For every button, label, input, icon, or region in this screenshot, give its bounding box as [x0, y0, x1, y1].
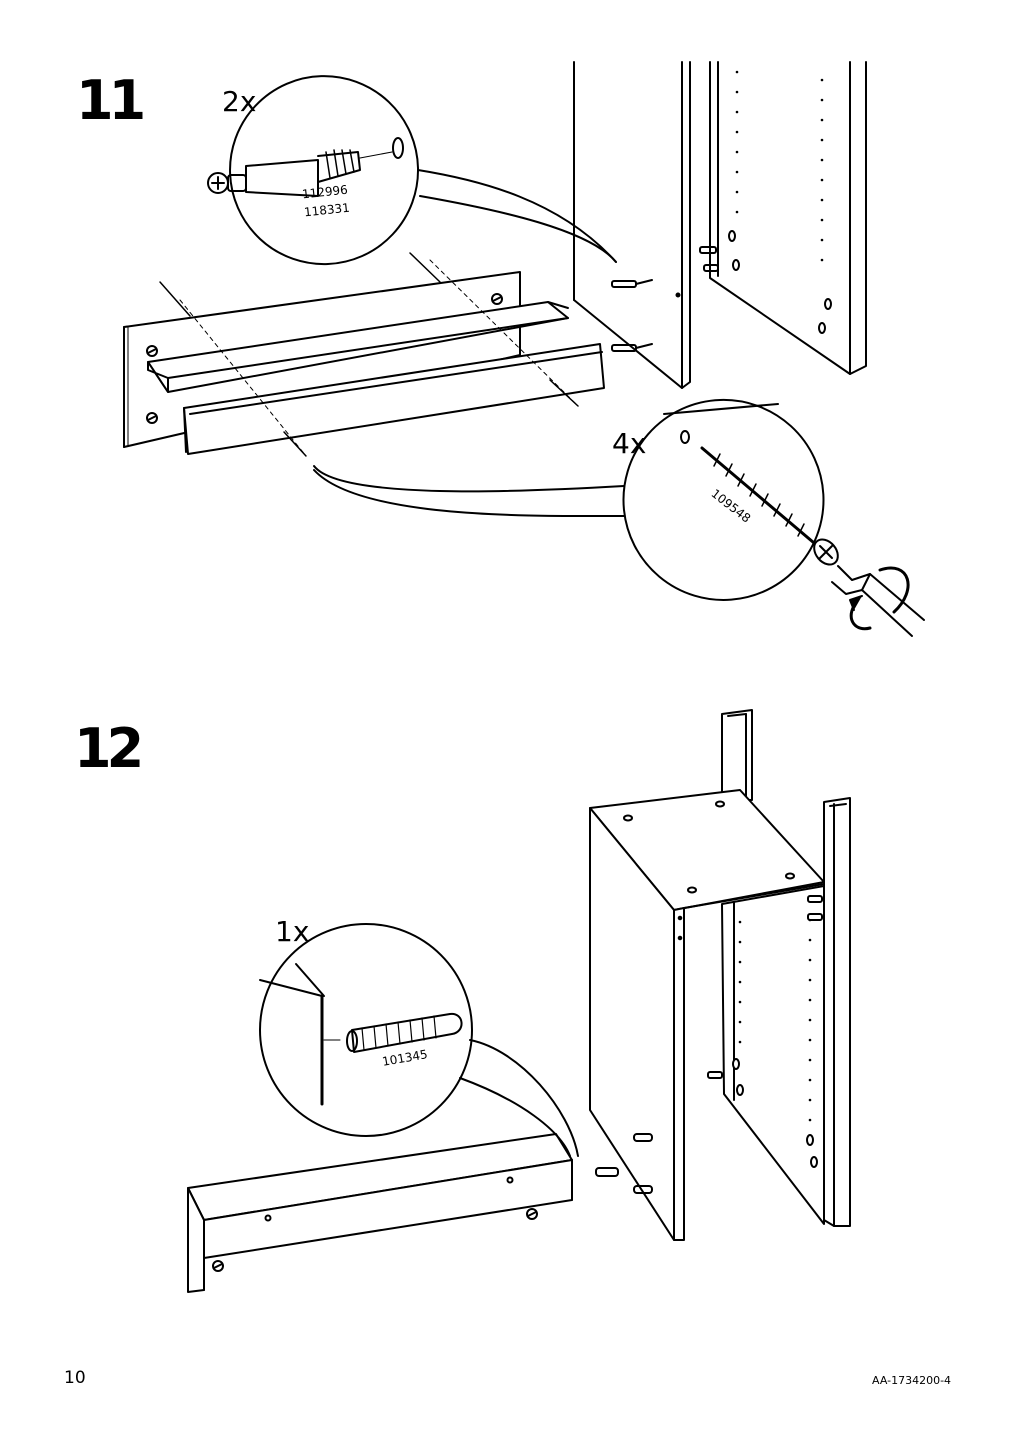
- back-rail-board: [123, 271, 521, 448]
- screws-step11: [159, 252, 579, 457]
- connector-callout: [207, 75, 617, 266]
- front-post: [807, 797, 851, 1227]
- side-panel-right: [699, 61, 867, 375]
- cabinet-body: [589, 789, 825, 1241]
- dowel-quantity: 1x: [275, 915, 310, 948]
- step-number-12: 12: [74, 717, 144, 780]
- step11-illustration: [123, 61, 925, 637]
- page-number: 10: [64, 1368, 86, 1388]
- cam-connectors: [611, 279, 653, 352]
- dowel-callout: [259, 923, 579, 1157]
- screw-paths: [179, 259, 577, 457]
- dowels-cabinet: [595, 1071, 723, 1194]
- document-code: AA-1734200-4: [872, 1374, 952, 1387]
- screw-quantity: 4x: [612, 427, 647, 460]
- screw-callout: [313, 398, 925, 637]
- side-panel-left: [573, 61, 691, 389]
- connector-quantity: 2x: [222, 85, 257, 118]
- step-number-11: 11: [76, 69, 146, 132]
- step12-illustration: [187, 709, 851, 1293]
- back-post: [721, 709, 753, 801]
- front-rail: [187, 1133, 573, 1293]
- upper-rail: [147, 301, 569, 393]
